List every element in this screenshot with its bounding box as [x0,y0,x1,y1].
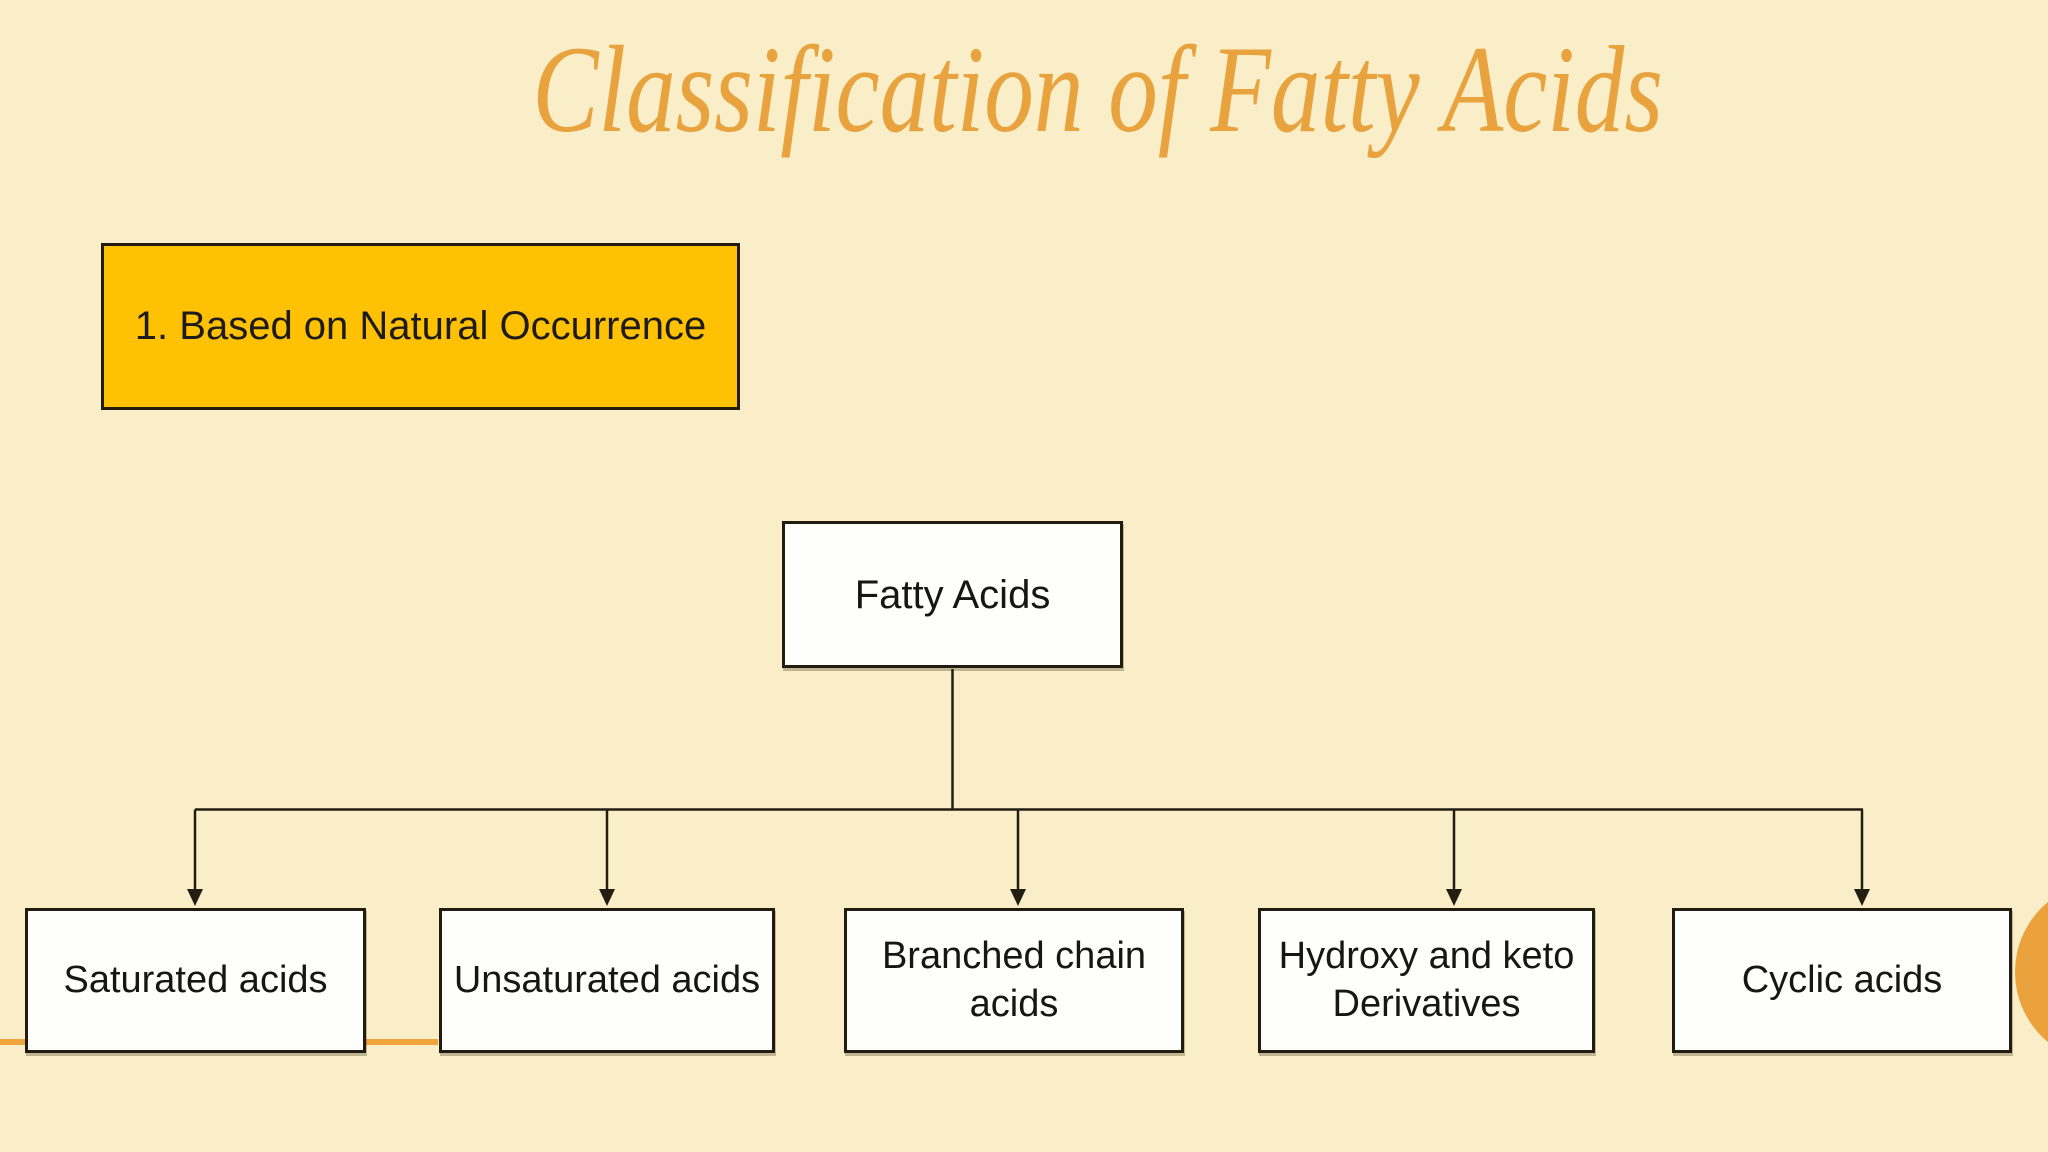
node-fatty-acids: Fatty Acids [782,521,1123,668]
arrowhead-icon [1010,889,1026,906]
node-label: Branched chain acids [881,935,1147,1025]
slide-title-text: Classification of Fatty Acids [532,21,1664,158]
node-saturated-acids: Saturated acids [25,908,366,1053]
node-label: Cyclic acids [1741,958,1943,1001]
arrowhead-icon [187,889,203,906]
node-label: Saturated acids [63,958,328,1001]
node-label: Unsaturated acids [453,958,761,1001]
connector-stems [193,669,1864,891]
arrowhead-icon [1446,889,1462,906]
node-cyclic-acids: Cyclic acids [1672,908,2012,1053]
node-unsaturated-acids: Unsaturated acids [439,908,775,1053]
heading-box: 1. Based on Natural Occurrence [101,243,740,410]
arrowheads [187,889,1870,906]
arrowhead-icon [1854,889,1870,906]
arrowhead-icon [599,889,615,906]
node-label: Fatty Acids [854,572,1051,617]
node-hydroxy-keto-derivatives: Hydroxy and keto Derivatives [1258,908,1595,1053]
node-branched-chain-acids: Branched chain acids [844,908,1184,1053]
heading-label: 1. Based on Natural Occurrence [134,304,707,348]
node-label: Hydroxy and keto Derivatives [1278,935,1575,1025]
slide-title: Classification of Fatty Acids [0,21,2048,158]
